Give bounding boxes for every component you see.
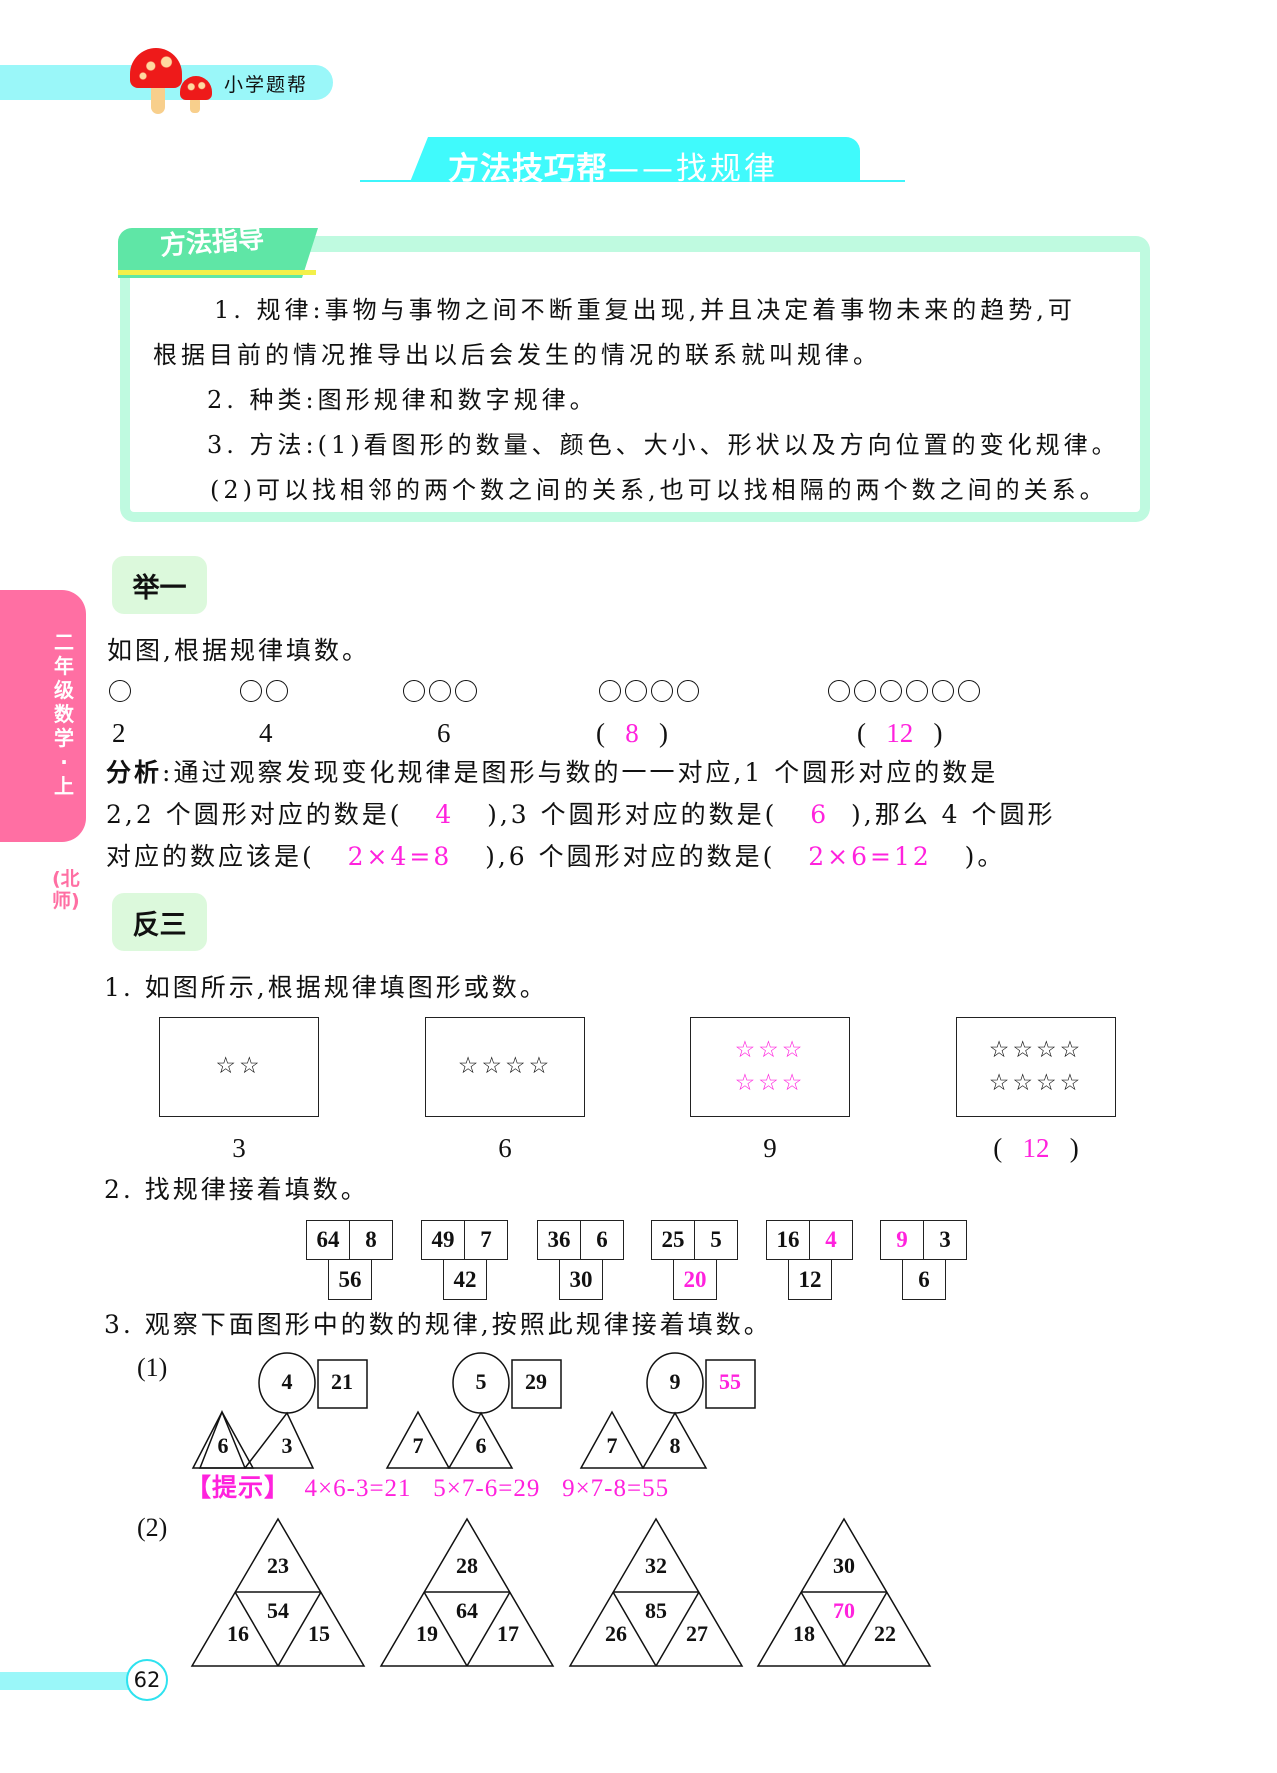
- circle-value-1: 4: [281, 1369, 293, 1394]
- guide-line-2: 根据目前的情况推导出以后会发生的情况的联系就叫规律。: [153, 341, 881, 369]
- left-value-2: 7: [412, 1433, 424, 1458]
- title-banner: [410, 137, 860, 182]
- value-3: 6: [437, 718, 451, 748]
- method-guide-box: [120, 236, 1150, 522]
- right-value-2: 6: [475, 1433, 487, 1458]
- title-main: 方法技巧帮: [448, 151, 608, 187]
- tri3-right: 27: [686, 1621, 708, 1646]
- brand-label: 小学题帮: [224, 74, 309, 96]
- tri2-right: 17: [497, 1621, 519, 1646]
- circle-group-3: [403, 680, 481, 706]
- circle-value-2: 5: [475, 1369, 487, 1394]
- tri2-left: 19: [416, 1621, 438, 1646]
- example-badge: 举一: [112, 556, 207, 614]
- tri1-center: 54: [267, 1598, 289, 1623]
- answer-4: ( 8 ): [596, 718, 668, 748]
- tri1-left: 16: [227, 1621, 249, 1646]
- circle-group-1: [109, 680, 135, 706]
- box-value-3-answer: 55: [719, 1369, 741, 1394]
- value-1: 2: [112, 718, 126, 748]
- footer-band: [0, 1672, 132, 1690]
- tri4-top: 30: [833, 1553, 855, 1578]
- side-tab-label: 二年级数学·上: [54, 630, 74, 798]
- tri3-top: 32: [645, 1553, 667, 1578]
- method-guide-tab-edge: [118, 270, 316, 275]
- guide-line-3: 2. 种类:图形规律和数字规律。: [207, 386, 598, 414]
- tri4-left: 18: [793, 1621, 815, 1646]
- star-box-1: ☆☆: [159, 1017, 319, 1117]
- example-prompt: 如图,根据规律填数。: [107, 636, 370, 665]
- tri2-top: 28: [456, 1553, 478, 1578]
- box-value-2: 29: [525, 1369, 547, 1394]
- tri3-left: 26: [605, 1621, 627, 1646]
- tri4-right: 22: [874, 1621, 896, 1646]
- q3-prompt: 3. 观察下面图形中的数的规律,按照此规律接着填数。: [104, 1310, 772, 1339]
- publisher-label: (北师): [52, 868, 80, 912]
- analysis-line-1: 分析:通过观察发现变化规律是图形与数的一一对应,1 个圆形对应的数是: [106, 758, 999, 787]
- tri2-center: 64: [456, 1598, 478, 1623]
- mushroom-icon: [130, 48, 182, 88]
- value-2: 4: [259, 718, 273, 748]
- tri1-top: 23: [267, 1553, 289, 1578]
- answer-6: ( 12 ): [857, 718, 943, 748]
- right-value-1: 3: [281, 1433, 293, 1458]
- circle-group-4: [599, 680, 703, 706]
- left-value-3: 7: [606, 1433, 618, 1458]
- star-count-3: 9: [763, 1133, 777, 1163]
- guide-line-4: 3. 方法:(1)看图形的数量、颜色、大小、形状以及方向位置的变化规律。: [207, 431, 1120, 459]
- title-sub: 找规律: [676, 151, 778, 187]
- mushroom-icon: [190, 97, 200, 113]
- q2-prompt: 2. 找规律接着填数。: [104, 1175, 369, 1204]
- hint-line: 【提示】 4×6-3=21 5×7-6=29 9×7-8=55: [186, 1473, 670, 1502]
- star-count-2: 6: [498, 1133, 512, 1163]
- left-value-1: 6: [217, 1433, 229, 1458]
- tri4-center-answer: 70: [833, 1598, 855, 1623]
- analysis-line-2: 2,2 个圆形对应的数是( 4 ),3 个圆形对应的数是( 6 ),那么 4 个…: [106, 800, 1056, 829]
- star-box-3-answer: ☆☆☆☆☆☆: [690, 1017, 850, 1117]
- q1-prompt: 1. 如图所示,根据规律填图形或数。: [104, 973, 548, 1002]
- practice-badge: 反三: [112, 893, 207, 951]
- page-title: 方法技巧帮——找规律: [448, 143, 778, 188]
- guide-line-5: (2)可以找相邻的两个数之间的关系,也可以找相隔的两个数之间的关系。: [210, 476, 1108, 504]
- right-value-3: 8: [669, 1433, 681, 1458]
- q3-part1-label: (1): [137, 1353, 168, 1382]
- tri3-center: 85: [645, 1598, 667, 1623]
- side-tab: [0, 590, 86, 842]
- tri1-right: 15: [308, 1621, 330, 1646]
- guide-line-1: 1. 规律:事物与事物之间不断重复出现,并且决定着事物未来的趋势,可: [214, 296, 1076, 324]
- method-guide-tab: [118, 228, 318, 278]
- mushroom-icon: [151, 84, 165, 114]
- box-value-1: 21: [331, 1369, 353, 1394]
- circle-value-3: 9: [669, 1369, 681, 1394]
- circle-group-2: [240, 680, 292, 706]
- star-count-1: 3: [232, 1133, 246, 1163]
- title-dash: ——: [608, 151, 676, 187]
- analysis-line-3: 对应的数应该是( 2×4=8 ),6 个圆形对应的数是( 2×6=12 )。: [106, 842, 1006, 871]
- circle-group-6: [828, 680, 984, 706]
- page-number: 62: [126, 1659, 168, 1701]
- star-box-2: ☆☆☆☆: [425, 1017, 585, 1117]
- star-box-4: ☆☆☆☆☆☆☆☆: [956, 1017, 1116, 1117]
- star-count-4-answer: ( 12 ): [993, 1133, 1079, 1163]
- mushroom-icon: [180, 76, 212, 100]
- q3-part2-label: (2): [137, 1513, 168, 1542]
